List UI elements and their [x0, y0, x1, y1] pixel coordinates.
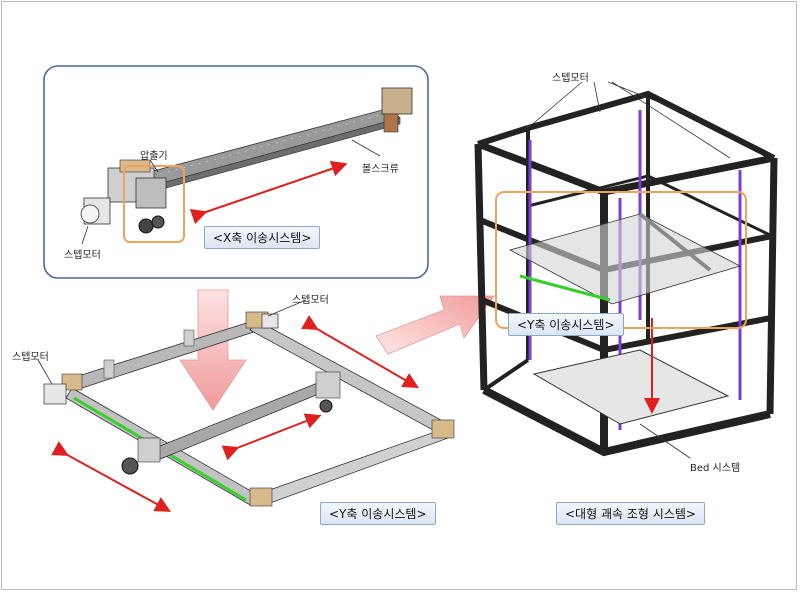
label-compressor: 압출기 [140, 151, 168, 162]
bed-plate [532, 349, 730, 425]
caption-large-system: <대형 괘속 조형 시스템> [556, 502, 705, 525]
y-motion-arrow-right [301, 315, 419, 389]
flow-arrow-right [375, 295, 495, 355]
label-stepmotor-x: 스텝모터 [64, 250, 101, 261]
caption-y-system: <Y축 이송시스템> [320, 502, 436, 525]
label-bed-system: Bed 시스템 [690, 463, 741, 474]
label-ballscrew: 볼스크류 [362, 164, 399, 175]
label-stepmotor-y-left: 스텝모터 [12, 352, 49, 363]
y-motion-arrow-left [51, 441, 172, 512]
caption-y-system-inset: <Y축 이송시스템> [508, 313, 624, 336]
x-motion-arrow [189, 161, 348, 225]
x-motion-arrow-frame [221, 413, 322, 461]
caption-x-system: <X축 이송시스템> [204, 226, 321, 249]
label-stepmotor-frame: 스텝모터 [552, 73, 589, 84]
frame-y-system [508, 212, 742, 305]
label-stepmotor-y-top: 스텝모터 [292, 295, 329, 306]
flow-arrow-down [179, 289, 247, 411]
